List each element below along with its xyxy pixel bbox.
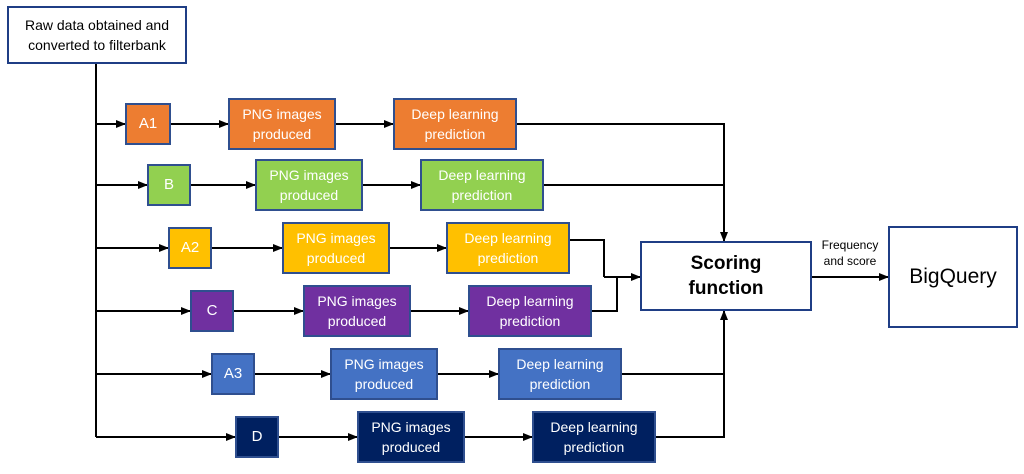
dl-box-a1-line2: prediction: [424, 126, 486, 142]
source-label-line1: Raw data obtained and: [25, 17, 169, 33]
png-box-c: PNG images produced: [303, 285, 411, 337]
png-box-a3: PNG images produced: [330, 348, 438, 400]
stage-box-c-line1: C: [206, 302, 218, 319]
png-box-a3-line2: produced: [354, 376, 414, 392]
dl-box-d-line2: prediction: [563, 439, 625, 455]
png-box-a1-line1: PNG images: [242, 106, 322, 122]
stage-box-b: B: [147, 164, 191, 206]
stage-box-d-line1: D: [251, 428, 263, 445]
wire-d-to-scoring: [656, 310, 728, 438]
dl-box-b-line2: prediction: [451, 187, 513, 203]
dl-box-b-line1: Deep learning: [438, 167, 526, 183]
stage-box-c: C: [190, 290, 234, 332]
png-box-b: PNG images produced: [255, 159, 363, 211]
png-box-d-line2: produced: [381, 439, 441, 455]
dl-box-a2-line2: prediction: [477, 250, 539, 266]
dl-box-c-line2: prediction: [499, 313, 561, 329]
scoring-label-line1: Scoring: [690, 253, 762, 274]
wire-c-to-merge: [592, 277, 618, 312]
dl-box-d-line1: Deep learning: [550, 419, 638, 435]
png-box-c-line2: produced: [327, 313, 387, 329]
edge-label-frequency-score: Frequency and score: [814, 237, 886, 269]
bigquery-label: BigQuery: [909, 265, 997, 288]
stage-box-d: D: [235, 416, 279, 458]
stage-box-a2: A2: [168, 227, 212, 269]
dl-box-a1: Deep learning prediction: [393, 98, 517, 150]
dl-box-a3-line2: prediction: [529, 376, 591, 392]
png-box-a1: PNG images produced: [228, 98, 336, 150]
scoring-label-line2: function: [688, 278, 764, 299]
png-box-a2-line1: PNG images: [296, 230, 376, 246]
png-box-d: PNG images produced: [357, 411, 465, 463]
dl-box-a2-line1: Deep learning: [464, 230, 552, 246]
dl-box-a3: Deep learning prediction: [498, 348, 622, 400]
wire-a1-to-scoring: [517, 123, 728, 242]
edge-label-line2: and score: [823, 254, 877, 268]
png-box-c-line1: PNG images: [317, 293, 397, 309]
png-box-b-line1: PNG images: [269, 167, 349, 183]
scoring-function-box: Scoring function: [640, 241, 812, 311]
stage-box-a1: A1: [125, 103, 171, 145]
source-label-line2: converted to filterbank: [28, 37, 166, 53]
png-box-a2: PNG images produced: [282, 222, 390, 274]
stage-box-b-line1: B: [163, 176, 174, 193]
dl-box-a2: Deep learning prediction: [446, 222, 570, 274]
dl-box-c: Deep learning prediction: [468, 285, 592, 337]
png-box-b-line2: produced: [279, 187, 339, 203]
png-box-d-line1: PNG images: [371, 419, 451, 435]
png-box-a3-line1: PNG images: [344, 356, 424, 372]
stage-box-a3-line1: A3: [223, 365, 243, 382]
stage-box-a1-line1: A1: [138, 115, 158, 132]
dl-box-a3-line1: Deep learning: [516, 356, 604, 372]
png-box-a2-line2: produced: [306, 250, 366, 266]
png-box-a1-line2: produced: [252, 126, 312, 142]
stage-box-a2-line1: A2: [180, 239, 200, 256]
source-box: Raw data obtained and converted to filte…: [7, 6, 187, 64]
dl-box-d: Deep learning prediction: [532, 411, 656, 463]
edge-label-line1: Frequency: [821, 238, 879, 252]
bigquery-box: BigQuery: [888, 226, 1018, 328]
dl-box-c-line1: Deep learning: [486, 293, 574, 309]
stage-box-a3: A3: [211, 353, 255, 395]
dl-box-b: Deep learning prediction: [420, 159, 544, 211]
dl-box-a1-line1: Deep learning: [411, 106, 499, 122]
wire-a2-to-merge: [570, 239, 605, 277]
